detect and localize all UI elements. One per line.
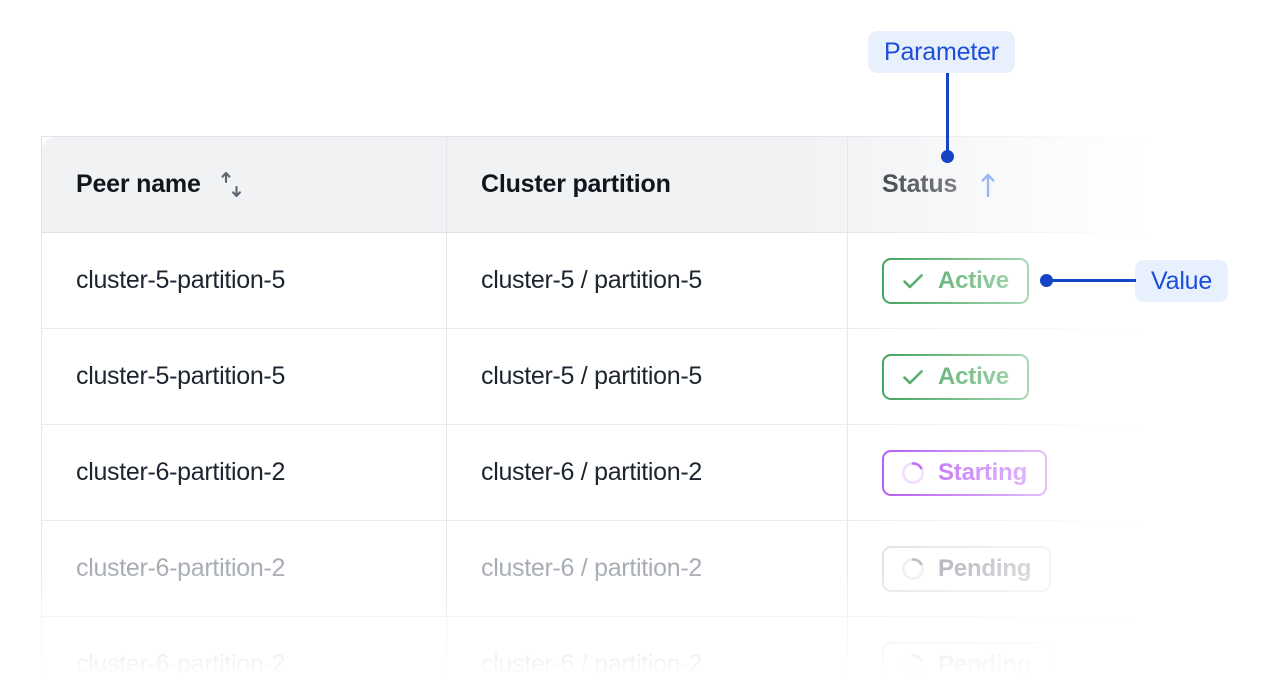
status-badge: Active [882,257,1029,304]
cell-peer-name: cluster-5-partition-5 [41,232,447,329]
table-row[interactable]: cluster-6-partition-2 cluster-6 / partit… [41,424,1201,521]
cell-cluster-partition: cluster-6 / partition-2 [446,424,848,521]
cell-status: Starting [847,424,1201,521]
column-header-peer-name-label: Peer name [76,170,201,198]
status-badge-label: Pending [938,650,1032,678]
cell-peer-name: cluster-6-partition-2 [41,424,447,521]
column-header-cluster-partition-label: Cluster partition [481,170,671,198]
spinner-icon [900,652,926,678]
column-header-peer-name[interactable]: Peer name [41,136,447,233]
cell-status: Active [847,328,1201,425]
status-badge: Starting [882,449,1048,496]
cell-peer-name: cluster-5-partition-5 [41,328,447,425]
table-row[interactable]: cluster-6-partition-2 cluster-6 / partit… [41,616,1201,688]
check-icon [900,364,926,390]
sort-updown-icon[interactable] [219,170,245,200]
table-header: Peer name Cluster partition [41,136,1201,233]
column-header-status-label: Status [882,170,958,198]
annotation-value-dot [1040,274,1053,287]
column-header-status[interactable]: Status [847,136,1201,233]
table-row[interactable]: cluster-6-partition-2 cluster-6 / partit… [41,520,1201,617]
cell-cluster-partition: cluster-5 / partition-5 [446,328,848,425]
cell-cluster-partition: cluster-5 / partition-5 [446,232,848,329]
check-icon [900,268,926,294]
table-header-row: Peer name Cluster partition [41,136,1201,233]
annotation-value-leader-line [1050,279,1136,282]
annotation-value-label: Value [1135,260,1229,302]
spinner-icon [900,556,926,582]
status-badge-label: Pending [938,554,1032,582]
annotation-parameter-dot [941,150,954,163]
table-row[interactable]: cluster-5-partition-5 cluster-5 / partit… [41,328,1201,425]
status-badge-label: Active [938,362,1009,390]
column-header-cluster-partition[interactable]: Cluster partition [446,136,848,233]
status-badge: Pending [882,641,1052,688]
annotation-parameter-leader-line [946,73,949,157]
spinner-icon [900,460,926,486]
peers-table-container: Peer name Cluster partition [41,136,1201,688]
status-badge: Active [882,353,1029,400]
cell-status: Active [847,232,1201,329]
cell-peer-name: cluster-6-partition-2 [41,520,447,617]
annotation-parameter-label: Parameter [868,31,1015,73]
status-badge-label: Starting [938,458,1028,486]
cell-peer-name: cluster-6-partition-2 [41,616,447,688]
table-body: cluster-5-partition-5 cluster-5 / partit… [41,232,1201,688]
cell-status: Pending [847,616,1201,688]
peers-table: Peer name Cluster partition [41,136,1201,688]
cell-cluster-partition: cluster-6 / partition-2 [446,616,848,688]
status-badge-label: Active [938,266,1009,294]
status-badge: Pending [882,545,1052,592]
cell-cluster-partition: cluster-6 / partition-2 [446,520,848,617]
table-row[interactable]: cluster-5-partition-5 cluster-5 / partit… [41,232,1201,329]
cell-status: Pending [847,520,1201,617]
sort-up-icon[interactable] [975,170,1001,200]
